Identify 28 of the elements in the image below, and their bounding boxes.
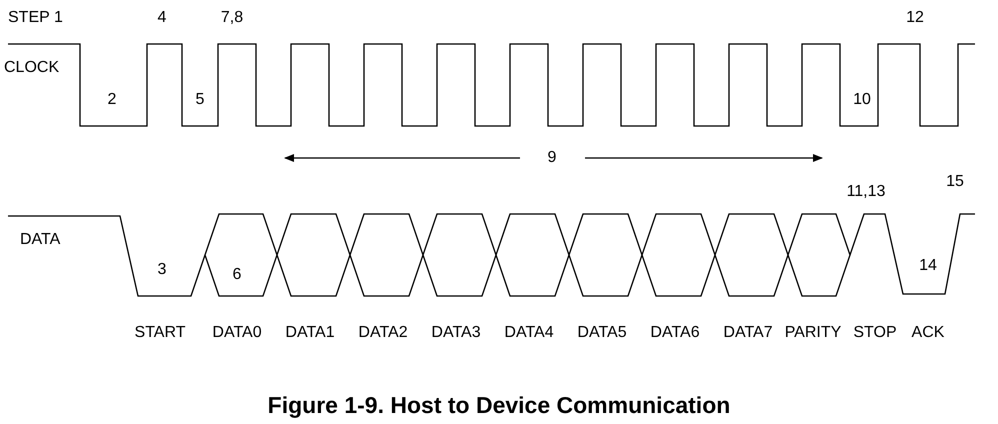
bit-label: ACK [912, 325, 944, 341]
callout-number: 7,8 [220, 10, 244, 26]
callout-number: 14 [919, 258, 937, 274]
bit-label: DATA2 [358, 325, 408, 341]
callout-number: 11,13 [846, 184, 886, 200]
bit-label: DATA0 [212, 325, 262, 341]
signal-name: DATA [20, 232, 60, 248]
bit-label: DATA5 [577, 325, 627, 341]
bit-label: DATA3 [431, 325, 481, 341]
callout-number: 3 [158, 262, 166, 278]
bit-label: DATA7 [723, 325, 773, 341]
callout-number: 12 [906, 10, 924, 26]
callout-number: 15 [946, 174, 964, 190]
figure-caption: Figure 1-9. Host to Device Communication [266, 392, 732, 419]
bit-label: DATA6 [650, 325, 700, 341]
callout-number: 5 [196, 92, 204, 108]
callout-number: 10 [853, 92, 871, 108]
step-number: STEP 1 [8, 10, 63, 26]
callout-number: 4 [158, 10, 166, 26]
bit-label: PARITY [784, 325, 842, 341]
bit-label: DATA4 [504, 325, 554, 341]
callout-number: 6 [232, 267, 242, 283]
callout-number: 9 [548, 150, 556, 166]
signal-name: CLOCK [4, 60, 60, 76]
bit-label: STOP [853, 325, 897, 341]
bit-label: START [134, 325, 186, 341]
callout-number: 2 [108, 92, 116, 108]
bit-label: DATA1 [285, 325, 335, 341]
